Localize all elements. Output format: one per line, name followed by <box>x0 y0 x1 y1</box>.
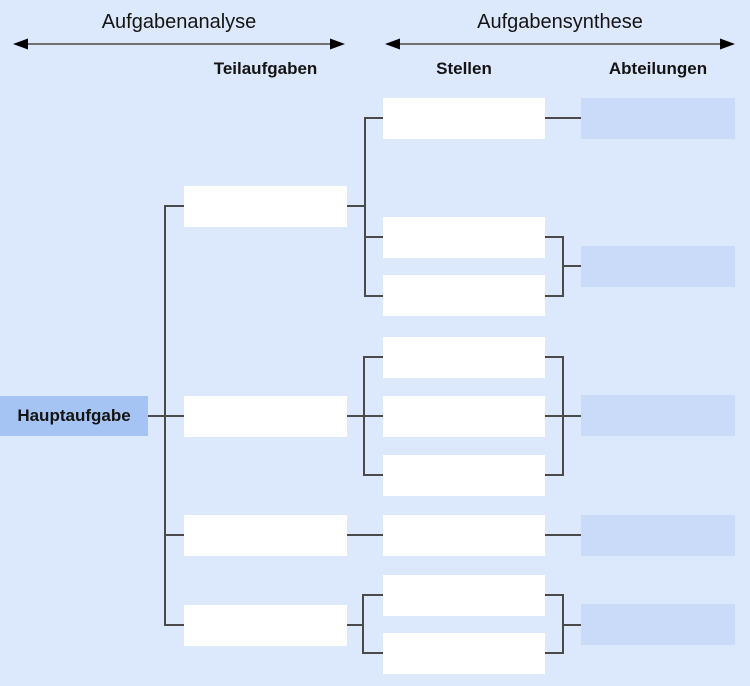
connector-g1-stelle-2 <box>364 236 383 238</box>
stelle-box-7 <box>383 515 545 556</box>
stelle-box-2 <box>383 217 545 258</box>
column-header-stellen: Stellen <box>436 59 492 78</box>
connector-g1-vertical <box>364 117 366 297</box>
teilaufgabe-box-4 <box>184 605 347 646</box>
connector-g2-stelle-4 <box>363 356 383 358</box>
connector-stelle2-out <box>545 236 563 238</box>
analysis-phase-label: Aufgabenanalyse <box>101 11 257 33</box>
connector-g4-vertical <box>362 594 364 654</box>
connector-stelle3-out <box>545 295 563 297</box>
abteilung-box-2 <box>581 246 735 287</box>
connector-stelle6-out <box>545 474 563 476</box>
connector-stelle5-abteilung3 <box>545 415 581 417</box>
stelle-box-1 <box>383 98 545 139</box>
connector-stelle1-abteilung1 <box>545 117 581 119</box>
connector-root-out <box>148 415 184 417</box>
abteilung-box-3 <box>581 395 735 436</box>
connector-t4-out <box>347 624 364 626</box>
column-header-abteilungen: Abteilungen <box>608 59 708 78</box>
column-header-teilaufgaben: Teilaufgaben <box>213 59 318 78</box>
teilaufgabe-box-2 <box>184 396 347 437</box>
connector-stelle4-out <box>545 356 563 358</box>
connector-g1-stelle-1 <box>364 117 383 119</box>
connector-branch-teilaufgabe-4 <box>164 624 184 626</box>
connector-stelle8-out <box>545 594 563 596</box>
connector-stelle9-out <box>545 652 563 654</box>
stelle-box-5 <box>383 396 545 437</box>
connector-g4-stelle-8 <box>362 594 383 596</box>
connector-g2-stelle-6 <box>363 474 383 476</box>
connector-g2-vertical <box>363 356 365 476</box>
connector-branch-teilaufgabe-1 <box>164 205 184 207</box>
abteilung-box-1 <box>581 98 735 139</box>
connector-branch-teilaufgabe-3 <box>164 534 184 536</box>
stelle-box-8 <box>383 575 545 616</box>
stelle-box-4 <box>383 337 545 378</box>
teilaufgabe-box-1 <box>184 186 347 227</box>
stelle-box-3 <box>383 275 545 316</box>
analysis-double-arrow-icon <box>13 38 345 50</box>
abteilung-box-4 <box>581 515 735 556</box>
connector-t3-stelle-7 <box>347 534 383 536</box>
connector-t1-out <box>347 205 366 207</box>
synthesis-phase-label: Aufgabensynthese <box>477 11 643 33</box>
connector-g4-stelle-9 <box>362 652 383 654</box>
hauptaufgabe-box: Hauptaufgabe <box>0 396 148 436</box>
connector-trunk-vertical <box>164 205 166 626</box>
stelle-box-9 <box>383 633 545 674</box>
connector-abteilung2-in <box>562 265 581 267</box>
teilaufgabe-box-3 <box>184 515 347 556</box>
synthesis-double-arrow-icon <box>385 38 735 50</box>
abteilung-box-5 <box>581 604 735 645</box>
connector-t2-stelle-5 <box>347 415 383 417</box>
stelle-box-6 <box>383 455 545 496</box>
connector-abteilung5-in <box>562 624 581 626</box>
connector-g1-stelle-3 <box>364 295 383 297</box>
connector-stelle7-abteilung4 <box>545 534 581 536</box>
